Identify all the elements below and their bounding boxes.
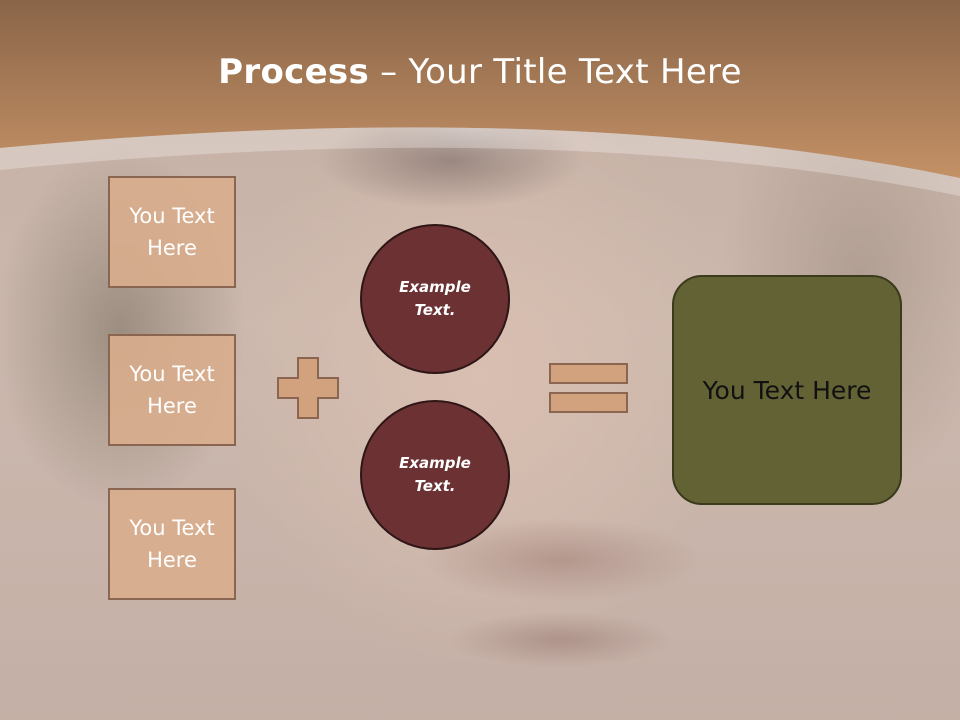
result-label: You Text Here: [702, 375, 872, 405]
slide-title: Process – Your Title Text Here: [0, 52, 960, 92]
circle-label: Example Text.: [399, 278, 471, 319]
equals-icon: [549, 363, 628, 413]
input-box-label: You Text Here: [129, 204, 215, 260]
plus-icon: [277, 357, 339, 419]
input-box-label: You Text Here: [129, 362, 215, 418]
input-box-label: You Text Here: [129, 516, 215, 572]
input-box-2: You Text Here: [108, 334, 236, 446]
header-band: [0, 0, 960, 196]
title-strong: Process: [218, 52, 370, 92]
circle-label: Example Text.: [399, 454, 471, 495]
process-circle-2: Example Text.: [360, 400, 510, 550]
input-box-3: You Text Here: [108, 488, 236, 600]
title-rest: – Your Title Text Here: [369, 52, 742, 92]
result-box: You Text Here: [672, 275, 902, 505]
process-circle-1: Example Text.: [360, 224, 510, 374]
input-box-1: You Text Here: [108, 176, 236, 288]
